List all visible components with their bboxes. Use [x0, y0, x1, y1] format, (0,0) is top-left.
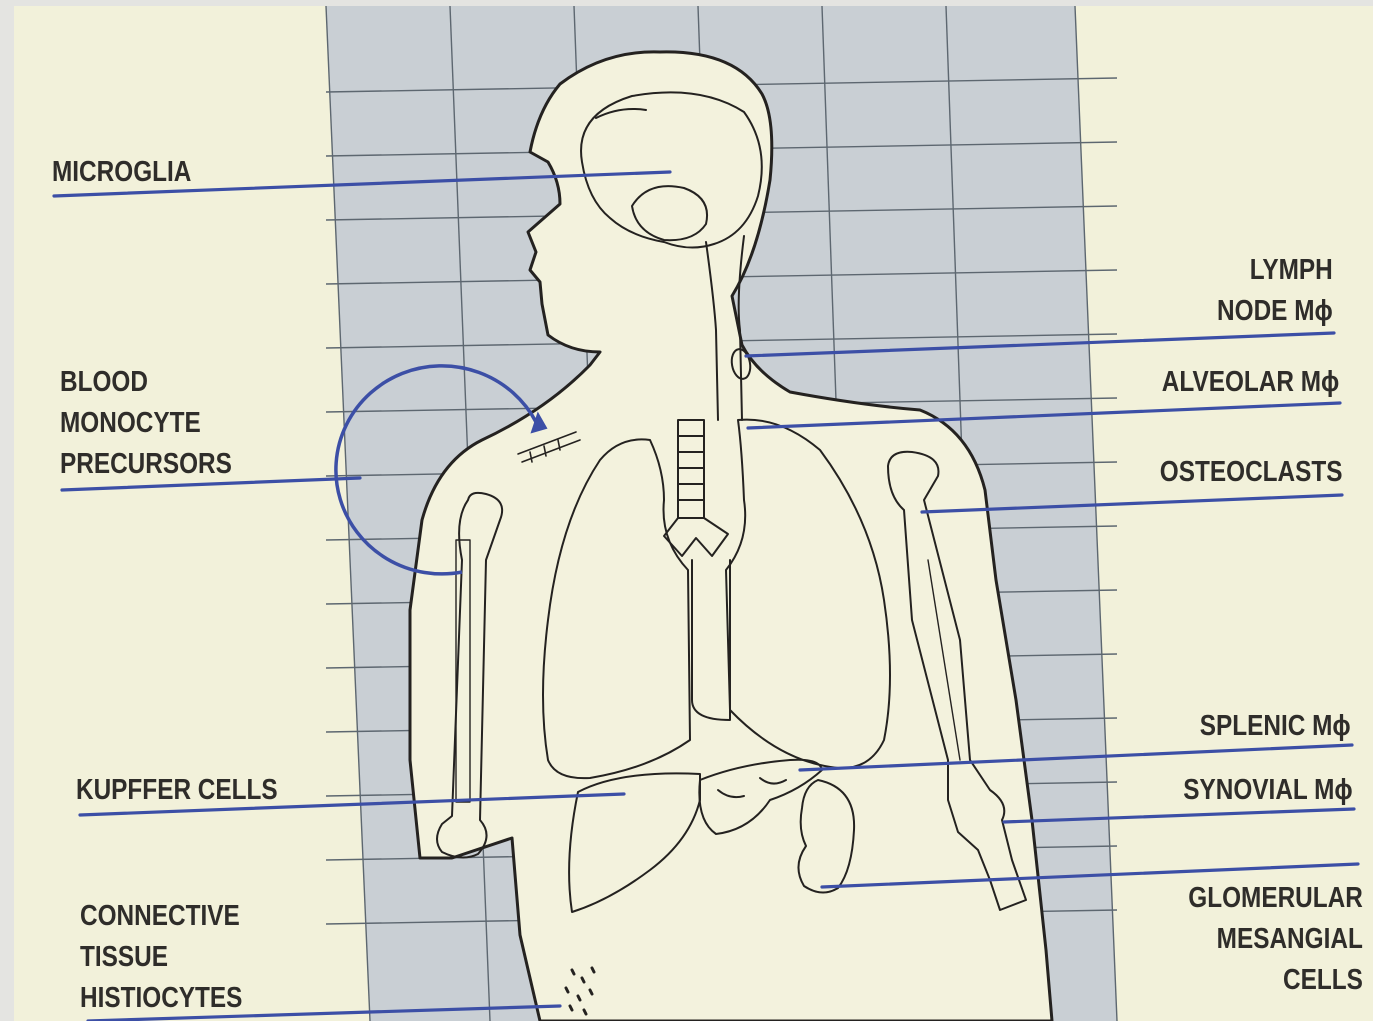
- label-blood-monocyte-line-2: MONOCYTE: [60, 403, 232, 444]
- label-kupffer-line-1: KUPFFER CELLS: [76, 770, 278, 811]
- label-connective-line-3: HISTIOCYTES: [80, 978, 242, 1019]
- label-glomerular-mesangial-cells: GLOMERULAR MESANGIAL CELLS: [1188, 878, 1363, 1001]
- label-connective-tissue-histiocytes: CONNECTIVE TISSUE HISTIOCYTES: [80, 896, 242, 1019]
- label-synovial-macrophage: SYNOVIAL Mϕ: [1184, 770, 1353, 811]
- label-blood-monocyte-precursors: BLOOD MONOCYTE PRECURSORS: [60, 362, 232, 485]
- label-splenic-line-1: SPLENIC Mϕ: [1200, 706, 1351, 747]
- label-splenic-macrophage: SPLENIC Mϕ: [1200, 706, 1351, 747]
- label-glomerular-line-1: GLOMERULAR: [1188, 878, 1363, 919]
- label-synovial-line-1: SYNOVIAL Mϕ: [1184, 770, 1353, 811]
- label-osteoclasts: OSTEOCLASTS: [1160, 452, 1343, 493]
- label-alveolar-line-1: ALVEOLAR Mϕ: [1161, 362, 1339, 403]
- label-blood-monocyte-line-3: PRECURSORS: [60, 444, 232, 485]
- label-lymph-node-line-2: NODE Mϕ: [1217, 291, 1333, 332]
- label-microglia-line-1: MICROGLIA: [52, 152, 191, 193]
- label-kupffer-cells: KUPFFER CELLS: [76, 770, 278, 811]
- label-lymph-node-line-1: LYMPH: [1217, 250, 1333, 291]
- label-connective-line-2: TISSUE: [80, 937, 242, 978]
- label-glomerular-line-2: MESANGIAL: [1188, 919, 1363, 960]
- label-microglia: MICROGLIA: [52, 152, 191, 193]
- label-osteoclasts-line-1: OSTEOCLASTS: [1160, 452, 1343, 493]
- label-blood-monocyte-line-1: BLOOD: [60, 362, 232, 403]
- label-connective-line-1: CONNECTIVE: [80, 896, 242, 937]
- label-alveolar-macrophage: ALVEOLAR Mϕ: [1161, 362, 1339, 403]
- label-glomerular-line-3: CELLS: [1188, 960, 1363, 1001]
- label-lymph-node-macrophage: LYMPH NODE Mϕ: [1217, 250, 1333, 332]
